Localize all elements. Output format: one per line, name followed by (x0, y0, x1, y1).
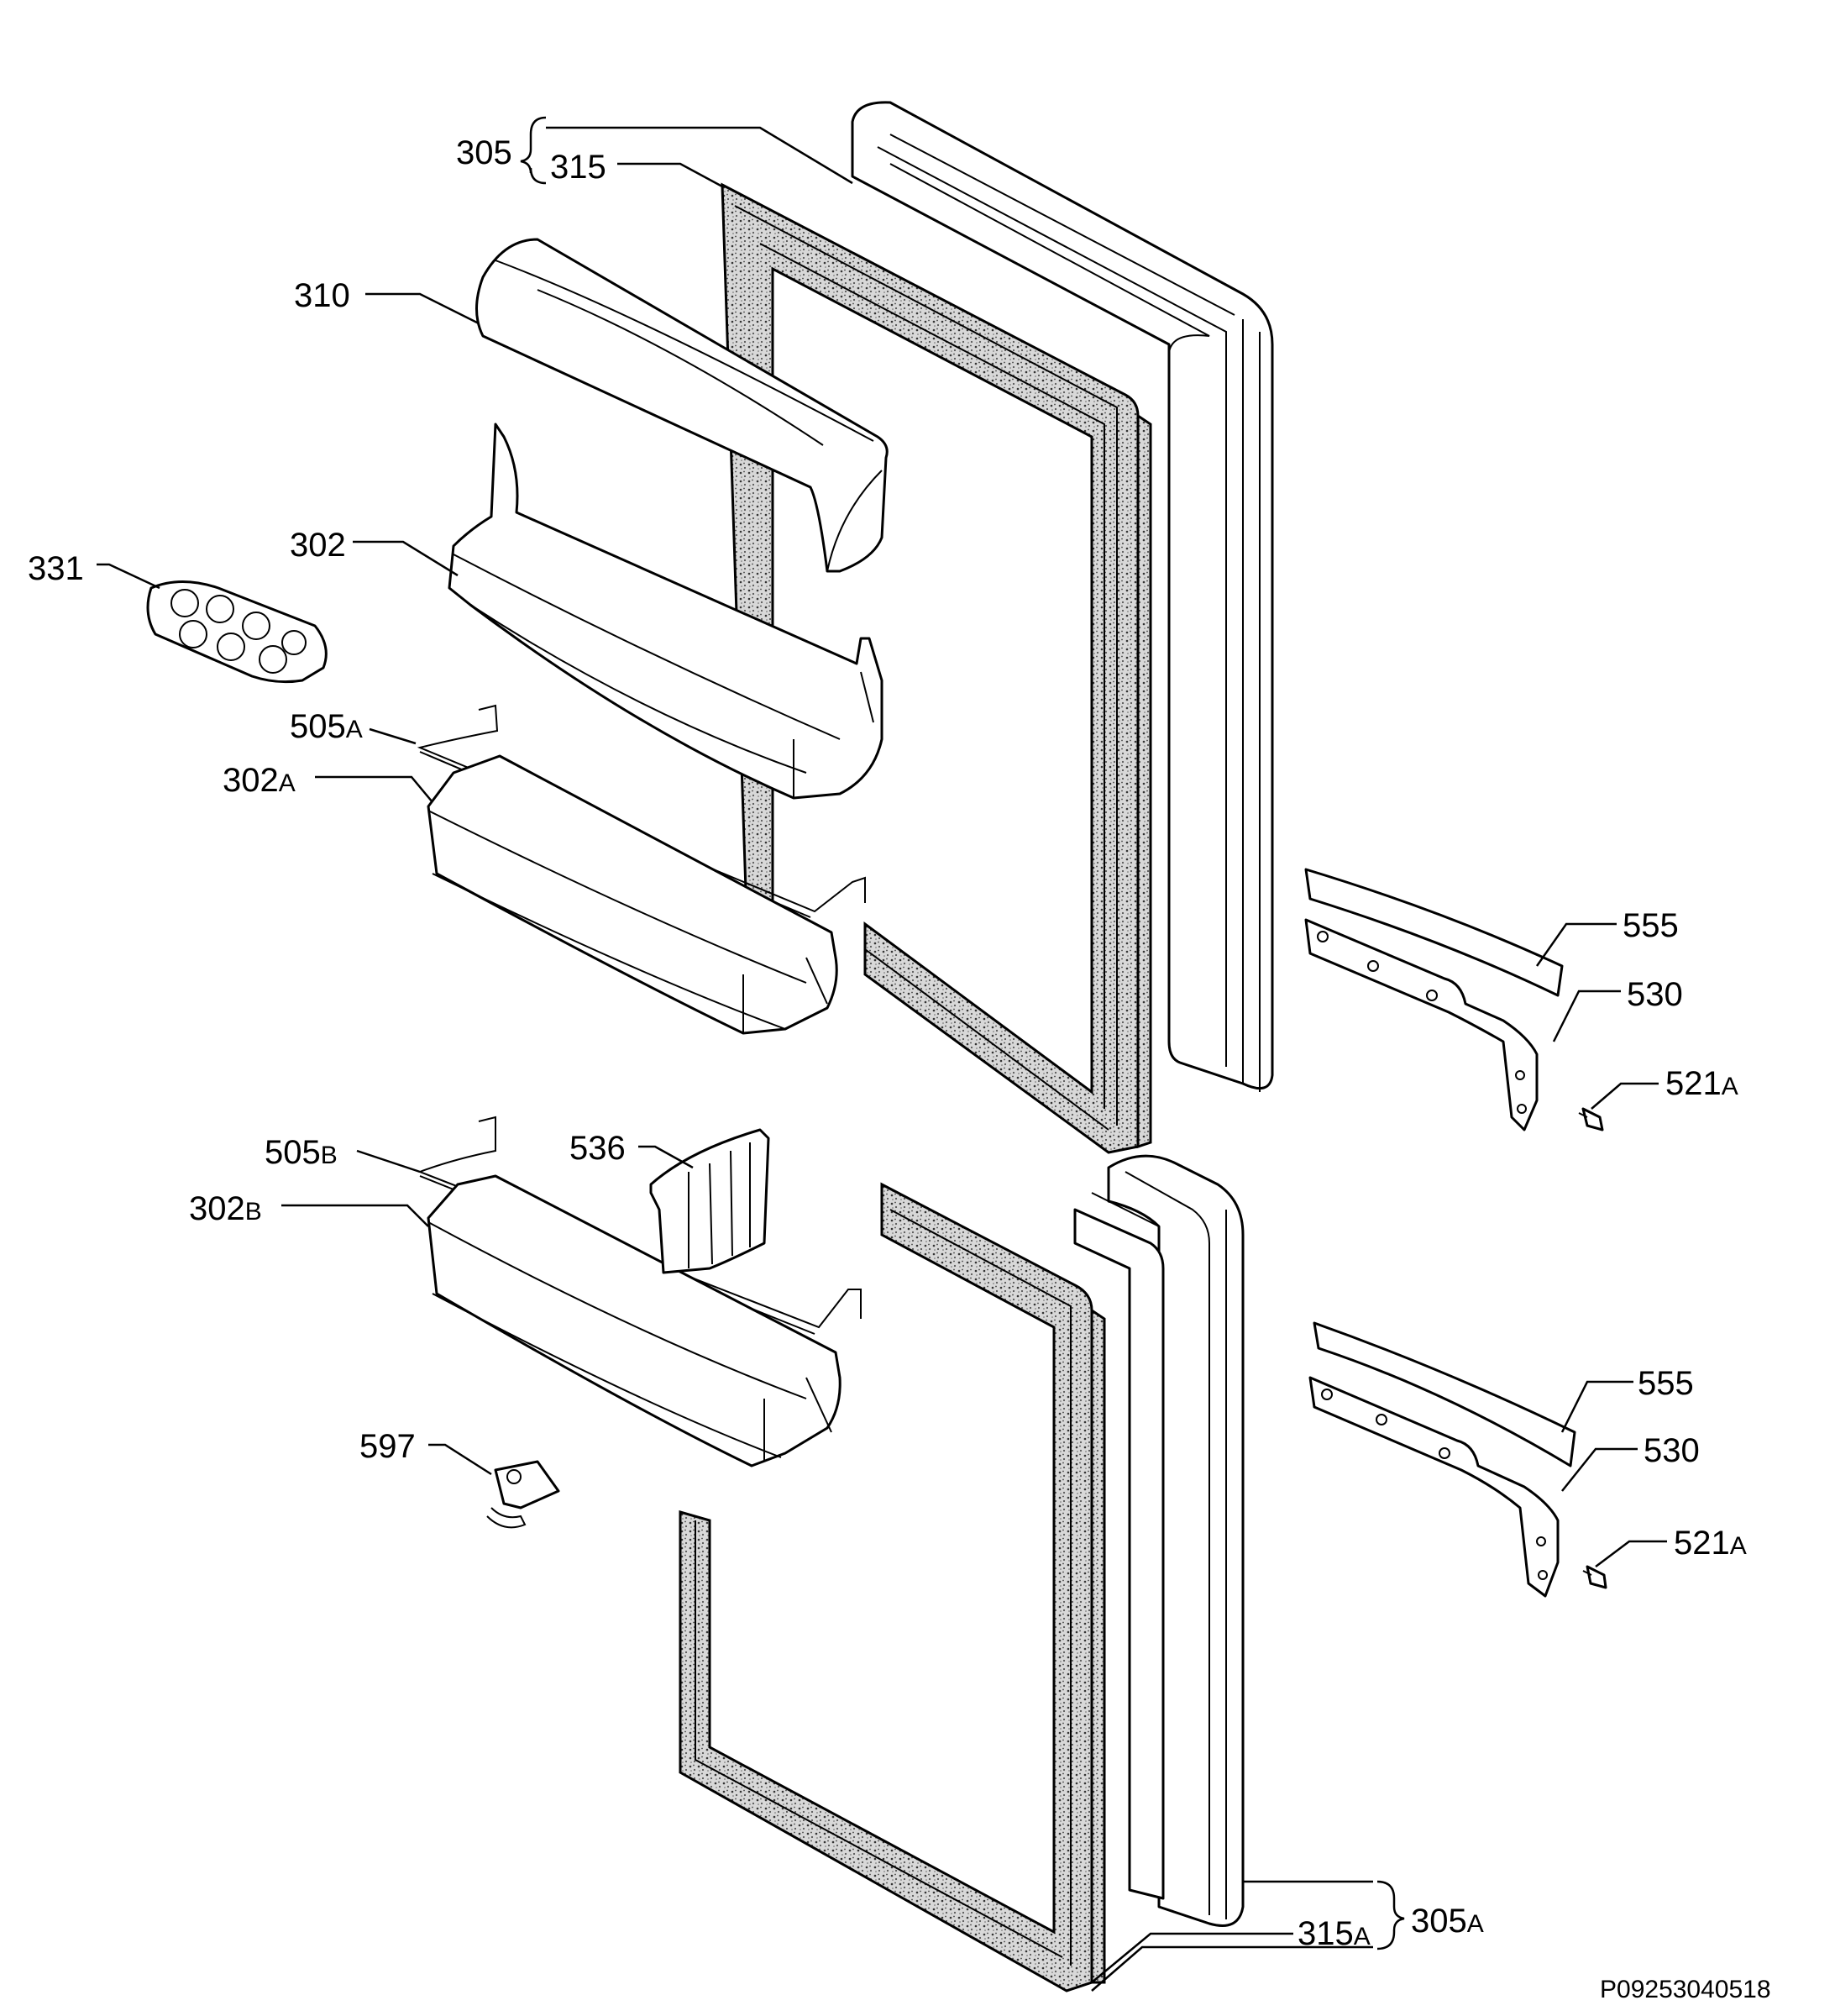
callout-521a-lower: 521A (1674, 1525, 1747, 1562)
callout-305: 305 (456, 134, 512, 171)
callout-505a: 505A (290, 708, 363, 745)
callout-310: 310 (294, 277, 350, 314)
callout-530-lower: 530 (1644, 1432, 1700, 1469)
callout-530-upper: 530 (1627, 976, 1683, 1013)
lower-handle-bracket-530 (1308, 1376, 1560, 1598)
callout-331: 331 (28, 550, 84, 587)
lower-screw-521a (1582, 1565, 1607, 1589)
bottle-separator-536 (649, 1128, 770, 1274)
callout-315: 315 (550, 149, 606, 186)
upper-door-gasket (721, 182, 1152, 1154)
callout-305a: 305A (1411, 1903, 1484, 1940)
dairy-compartment-lid-310 (475, 238, 889, 573)
door-shelf-302a (427, 754, 838, 1035)
callout-555-lower: 555 (1638, 1365, 1694, 1402)
lower-door-panel (1073, 1154, 1245, 1927)
callout-536: 536 (569, 1130, 626, 1167)
lower-door-gasket (679, 1182, 1106, 1992)
callout-315a: 315A (1298, 1915, 1371, 1952)
leader-lines (97, 116, 1667, 1992)
egg-tray-331 (146, 580, 328, 684)
upper-door-panel (851, 101, 1274, 1092)
callout-555-upper: 555 (1623, 907, 1679, 944)
callout-labels: 305 315 310 302 331 505A 302A 555 530 52… (28, 134, 1771, 2003)
callout-597: 597 (359, 1428, 416, 1465)
upper-screw-521a (1578, 1107, 1604, 1131)
door-shelf-302b (427, 1174, 841, 1467)
upper-handle-bracket-530 (1304, 918, 1539, 1131)
callout-505b: 505B (265, 1134, 338, 1171)
hinge-bushing-597 (486, 1460, 560, 1529)
drawing-code: P09253040518 (1600, 1976, 1771, 2003)
lower-handle-cover-555 (1313, 1321, 1576, 1467)
callout-302b: 302B (189, 1190, 262, 1227)
callout-302: 302 (290, 527, 346, 564)
upper-handle-cover-555 (1304, 868, 1564, 997)
callout-521a-upper: 521A (1665, 1065, 1738, 1102)
door-shelf-302 (448, 423, 883, 800)
callout-302a: 302A (223, 762, 296, 799)
